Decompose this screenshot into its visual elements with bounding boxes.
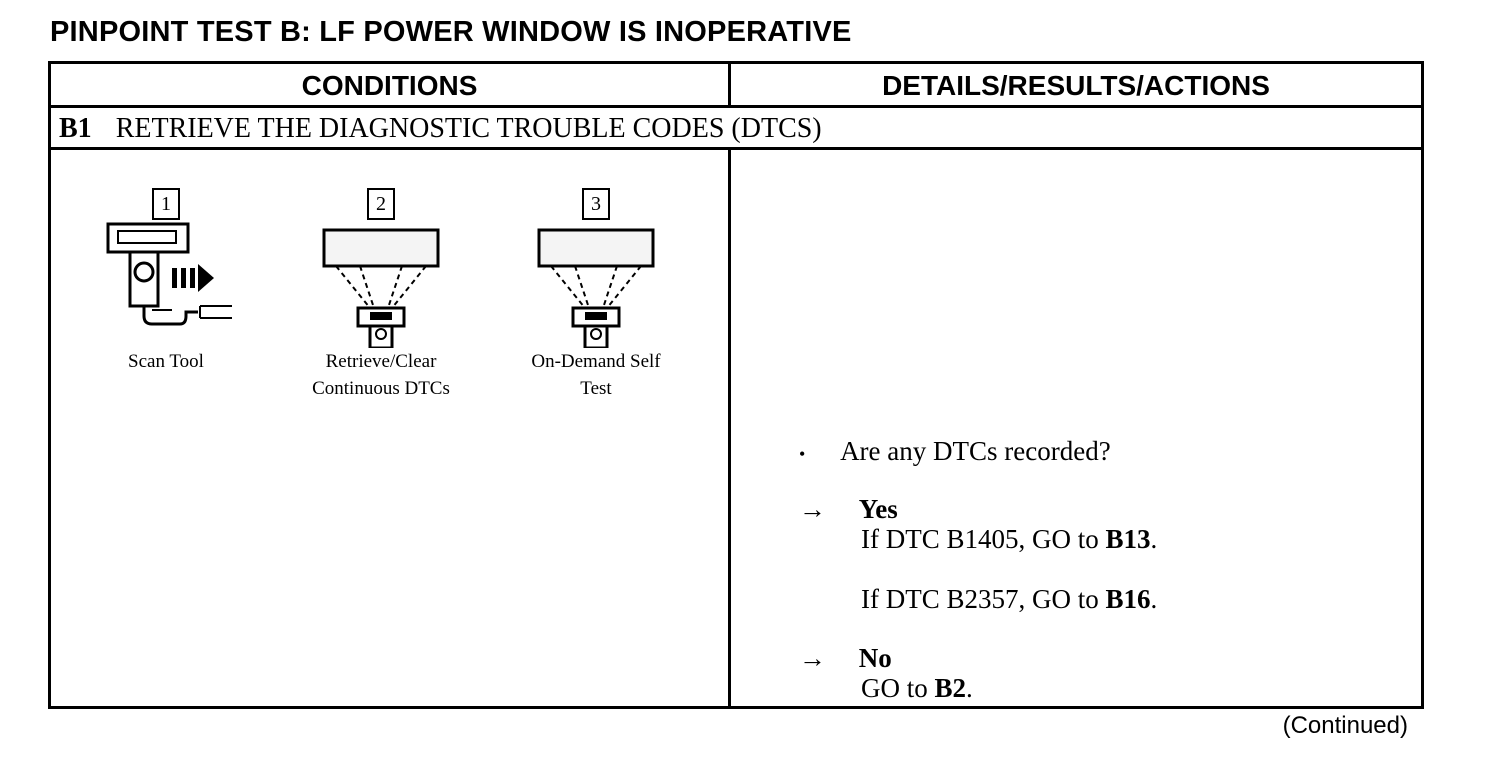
action-target: B13 xyxy=(1105,524,1151,554)
step-divider xyxy=(51,147,1421,150)
header-column-divider xyxy=(728,64,731,106)
tester-screen-icon xyxy=(537,228,655,348)
figure-self-test: 3 On-Demand Self Test xyxy=(496,188,696,402)
action-text: If DTC B1405, GO to xyxy=(861,524,1106,554)
figure-caption-line2: Continuous DTCs xyxy=(312,378,450,399)
question-text: Are any DTCs recorded? xyxy=(840,436,1111,466)
figure-caption: Scan Tool xyxy=(128,351,204,372)
step-title: RETRIEVE THE DIAGNOSTIC TROUBLE CODES (D… xyxy=(115,113,822,144)
arrow-icon: → xyxy=(799,494,826,524)
action-target: B2 xyxy=(934,673,967,703)
action-end: . xyxy=(1150,584,1158,614)
continued-note: (Continued) xyxy=(1282,712,1408,739)
conditions-header: CONDITIONS xyxy=(301,70,478,101)
yes-action-2: If DTC B2357, GO to B16. xyxy=(861,584,1157,614)
bullet-icon: • xyxy=(799,444,806,464)
action-end: . xyxy=(966,673,973,703)
figure-caption-line1: On-Demand Self xyxy=(531,351,661,372)
figure-caption-line1: Retrieve/Clear xyxy=(325,351,437,372)
tester-screen-icon xyxy=(322,228,440,348)
action-text: GO to xyxy=(861,673,935,703)
figure-scan-tool: 1 Scan Tool xyxy=(91,188,241,375)
action-end: . xyxy=(1150,524,1158,554)
action-target: B16 xyxy=(1105,584,1151,614)
figure-number: 1 xyxy=(152,188,180,220)
no-action: GO to B2. xyxy=(861,673,973,703)
no-row: → No xyxy=(799,643,892,673)
figure-retrieve-clear: 2 Retrieve/Clear Continuous DTCs xyxy=(281,188,481,402)
figure-caption-line2: Test xyxy=(580,378,612,399)
step-row: B1 RETRIEVE THE DIAGNOSTIC TROUBLE CODES … xyxy=(59,109,822,149)
header-divider xyxy=(51,105,1421,108)
no-label: No xyxy=(858,643,892,673)
body-column-divider xyxy=(728,148,731,706)
figure-number: 2 xyxy=(367,188,395,220)
figure-number: 3 xyxy=(582,188,610,220)
yes-action-1: If DTC B1405, GO to B13. xyxy=(861,524,1157,554)
arrow-icon: → xyxy=(799,643,826,673)
yes-label: Yes xyxy=(858,494,898,524)
step-number: B1 xyxy=(59,113,92,144)
question-row: • Are any DTCs recorded? xyxy=(799,436,1111,469)
details-header: DETAILS/RESULTS/ACTIONS xyxy=(882,70,1270,101)
yes-row: → Yes xyxy=(799,494,898,524)
action-text: If DTC B2357, GO to xyxy=(861,584,1106,614)
page-title: PINPOINT TEST B: LF POWER WINDOW IS INOP… xyxy=(50,16,852,48)
scan-tool-icon xyxy=(106,222,232,326)
pinpoint-test-table: CONDITIONS DETAILS/RESULTS/ACTIONS B1 RET… xyxy=(48,61,1424,709)
